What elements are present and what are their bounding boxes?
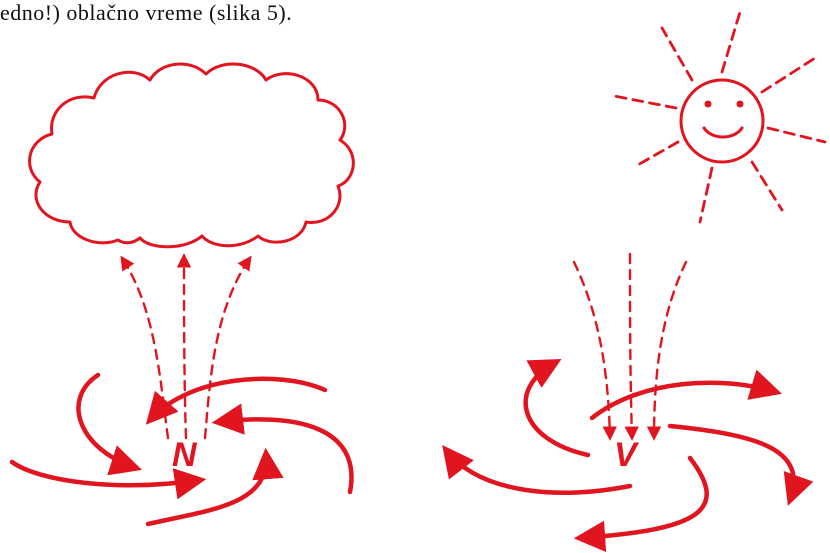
sun-icon	[612, 10, 827, 224]
high-pressure-panel: V	[442, 10, 827, 553]
caption-text: edno!) oblačno vreme (slika 5).	[0, 0, 293, 25]
rising-air-arrows	[120, 253, 252, 440]
sinking-air-arrows	[572, 252, 688, 441]
high-pressure-label: V	[614, 436, 640, 474]
low-pressure-label: N	[172, 436, 198, 474]
low-pressure-panel: N	[9, 62, 355, 527]
cloud-icon	[28, 62, 355, 249]
converging-wind-arrows	[9, 372, 354, 527]
diverging-wind-arrows	[442, 358, 814, 553]
